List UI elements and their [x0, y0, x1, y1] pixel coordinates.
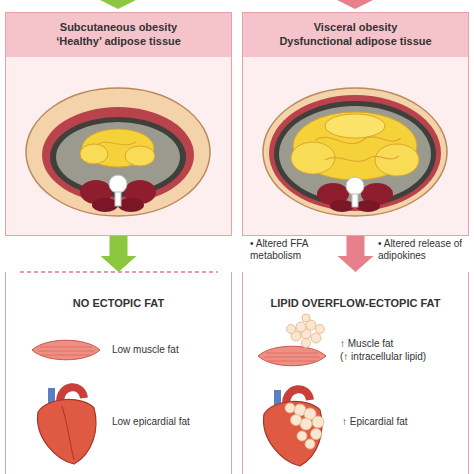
visceral-fat — [375, 144, 419, 176]
panel-ground — [5, 12, 469, 236]
panel-ground — [242, 12, 469, 236]
fat-droplets — [285, 403, 324, 449]
visceral-fat — [125, 146, 155, 166]
muscle-icon — [32, 340, 100, 360]
heart-icon — [62, 406, 74, 460]
abdomen-section — [269, 95, 441, 211]
panel-ground — [5, 12, 232, 236]
heading-area: LIPID OVERFLOW-ECTOPIC FAT — [243, 272, 468, 314]
heart-icon — [264, 401, 322, 466]
muscle-icon — [258, 346, 326, 366]
fat-droplets — [311, 429, 322, 440]
fat-droplets — [297, 431, 307, 441]
fat-droplets — [296, 322, 306, 332]
outcome-heading: NO ECTOPIC FAT — [10, 296, 227, 310]
heart-icon — [264, 389, 324, 466]
obesity-panel: Subcutaneous obesity‘Healthy’ adipose ti… — [5, 12, 232, 236]
visceral-fat — [325, 156, 399, 161]
muscle-icon — [264, 353, 320, 361]
heading-area: NO ECTOPIC FAT — [6, 272, 231, 314]
fat-droplets — [287, 314, 325, 348]
heart-icon — [38, 399, 96, 464]
outcome-panel: NO ECTOPIC FAT — [5, 272, 232, 474]
outcome-label: ↑ Epicardial fat — [342, 416, 468, 428]
outcome-panel: LIPID OVERFLOW-ECTOPIC FAT — [242, 272, 469, 474]
fat-droplets — [316, 325, 325, 334]
heart-icon — [38, 387, 96, 464]
abdomen-section — [26, 88, 210, 216]
abdomen-section — [56, 122, 180, 192]
outcome-label: (↑ intracellular lipid) — [340, 351, 468, 363]
panel-heading: Dysfunctional adipose tissue — [247, 34, 464, 48]
abdomen-section — [279, 106, 431, 202]
visceral-fat — [315, 137, 401, 144]
muscle-icon — [32, 340, 100, 360]
visceral-fat — [291, 112, 419, 180]
spine-muscle — [352, 194, 358, 207]
visceral-fat — [325, 114, 385, 138]
outcome-label: ↑ Muscle fat — [340, 338, 468, 350]
outcome-label: Low epicardial fat — [112, 416, 222, 428]
spine-muscle — [118, 198, 144, 212]
spine-muscle — [356, 200, 380, 212]
visceral-fat — [98, 142, 136, 145]
spine-muscle — [115, 192, 121, 206]
mechanism-note: • Altered release of adipokines — [378, 238, 468, 262]
fat-droplets — [302, 314, 310, 322]
incoming-arrow — [100, 0, 373, 9]
panel-heading: Visceral obesity — [247, 20, 464, 34]
abdomen-section — [274, 101, 436, 207]
fat-droplets — [291, 415, 302, 426]
panel-heading: ‘Healthy’ adipose tissue — [10, 34, 227, 48]
incoming-arrow — [337, 0, 373, 9]
visceral-fat — [80, 129, 155, 167]
spine-muscle — [92, 198, 118, 212]
panel-heading: Subcutaneous obesity — [10, 20, 227, 34]
header-band: Visceral obesityDysfunctional adipose ti… — [243, 13, 468, 57]
abdomen-section — [50, 117, 186, 197]
muscle-icon — [38, 347, 94, 355]
spine-muscle — [80, 175, 156, 212]
fat-droplets — [312, 416, 324, 428]
visceral-fat — [80, 144, 108, 164]
mechanism-note: • Altered FFA metabolism — [250, 238, 332, 262]
spine-muscle — [317, 177, 393, 212]
muscle-icon — [258, 346, 326, 366]
fat-droplets — [285, 403, 295, 413]
incoming-arrow — [100, 0, 136, 9]
spine-muscle — [330, 200, 354, 212]
fat-droplets — [302, 339, 311, 348]
fat-droplets — [305, 439, 315, 449]
abdomen-section — [263, 88, 447, 216]
spine-muscle — [346, 177, 364, 195]
abdomen-section — [42, 107, 194, 203]
obesity-panel: Visceral obesityDysfunctional adipose ti… — [242, 12, 469, 236]
flow-arrow — [101, 236, 137, 272]
spine-muscle — [109, 175, 127, 193]
abdomen-section — [26, 88, 210, 216]
header-band: Subcutaneous obesity‘Healthy’ adipose ti… — [6, 13, 231, 57]
outcome-label: Low muscle fat — [112, 344, 222, 356]
flow-arrow — [338, 236, 374, 272]
fat-droplets — [311, 333, 321, 343]
outcome-heading: LIPID OVERFLOW-ECTOPIC FAT — [247, 296, 464, 310]
fat-droplets — [287, 325, 296, 334]
abdomen-section — [263, 88, 447, 216]
